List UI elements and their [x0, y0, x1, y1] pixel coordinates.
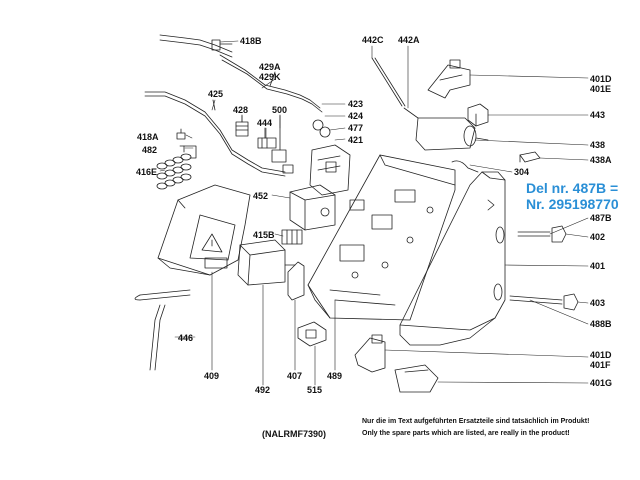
part-409-housing — [157, 184, 251, 276]
part-489-control-board — [307, 154, 456, 321]
footer-note-en: Only the spare parts which are listed, a… — [362, 430, 570, 437]
part-444-fitting — [257, 127, 277, 149]
part-304-wire — [451, 160, 479, 173]
part-401D-bracket-bottom — [354, 334, 386, 373]
leader-lines — [159, 40, 589, 386]
label-438A: 438A — [590, 155, 612, 165]
part-401D-bracket-top — [427, 59, 471, 99]
part-number-note-line2: Nr. 295198770 — [526, 196, 619, 212]
label-489: 489 — [327, 371, 343, 381]
label-500: 500 — [272, 105, 288, 115]
label-418B: 418B — [240, 36, 262, 46]
part-418B-tube — [159, 34, 233, 58]
label-488B: 488B — [590, 319, 612, 329]
label-429A: 429A — [259, 62, 281, 72]
label-401D-bottom: 401D — [590, 350, 612, 360]
label-407: 407 — [287, 371, 303, 381]
label-401F: 401F — [590, 360, 611, 370]
label-444: 444 — [257, 118, 273, 128]
part-442C-rod — [371, 57, 406, 107]
label-423: 423 — [348, 99, 364, 109]
part-418A-clip — [176, 128, 186, 140]
part-488B-pin — [509, 295, 563, 305]
part-446-wires — [134, 289, 191, 371]
label-401E: 401E — [590, 84, 612, 94]
part-515-clip — [297, 321, 327, 347]
part-429A-tube — [219, 54, 323, 113]
part-407-bracket — [287, 261, 305, 301]
footer-note-de: Nur die im Text aufgeführten Ersatzteile… — [362, 418, 590, 425]
label-416E: 416E — [136, 167, 158, 177]
label-428: 428 — [233, 105, 249, 115]
part-416E-connectors — [156, 153, 192, 190]
label-421: 421 — [348, 135, 364, 145]
part-403-knob — [563, 293, 579, 311]
part-423-valve-cluster — [309, 119, 351, 196]
label-402: 402 — [590, 232, 606, 242]
label-492: 492 — [255, 385, 271, 395]
label-515: 515 — [307, 385, 323, 395]
label-401D-top: 401D — [590, 74, 612, 84]
label-487B: 487B — [590, 213, 612, 223]
part-415B-connector — [281, 229, 303, 245]
label-442A: 442A — [398, 35, 420, 45]
label-304: 304 — [514, 167, 530, 177]
part-492-module — [237, 239, 296, 286]
label-442C: 442C — [362, 35, 384, 45]
label-443: 443 — [590, 110, 606, 120]
part-482-bracket — [179, 145, 197, 159]
label-415B: 415B — [253, 230, 275, 240]
part-500-fitting — [271, 114, 294, 174]
part-402-knob — [551, 225, 567, 243]
part-442A-rod — [403, 107, 419, 119]
label-401: 401 — [590, 261, 606, 271]
label-452: 452 — [253, 191, 269, 201]
part-487B-pin — [517, 231, 551, 237]
label-446: 446 — [178, 333, 194, 343]
model-code: (NALRMF7390) — [262, 429, 327, 439]
label-438: 438 — [590, 140, 606, 150]
label-403: 403 — [590, 298, 606, 308]
part-443-cube — [467, 103, 489, 127]
part-401-cover — [399, 171, 506, 346]
label-424: 424 — [348, 111, 364, 121]
part-438A-cylinder — [519, 151, 541, 163]
part-425-tube — [144, 91, 286, 177]
label-477: 477 — [348, 123, 364, 133]
label-425: 425 — [208, 89, 224, 99]
label-401G: 401G — [590, 378, 613, 388]
part-401G-hinge — [394, 364, 439, 393]
label-482: 482 — [142, 145, 158, 155]
part-452-motor — [289, 184, 336, 231]
part-438-motor — [415, 117, 489, 151]
label-429K: 429K — [259, 72, 281, 82]
label-409: 409 — [204, 371, 220, 381]
part-number-note-line1: Del nr. 487B = — [526, 180, 619, 196]
label-418A: 418A — [137, 132, 159, 142]
